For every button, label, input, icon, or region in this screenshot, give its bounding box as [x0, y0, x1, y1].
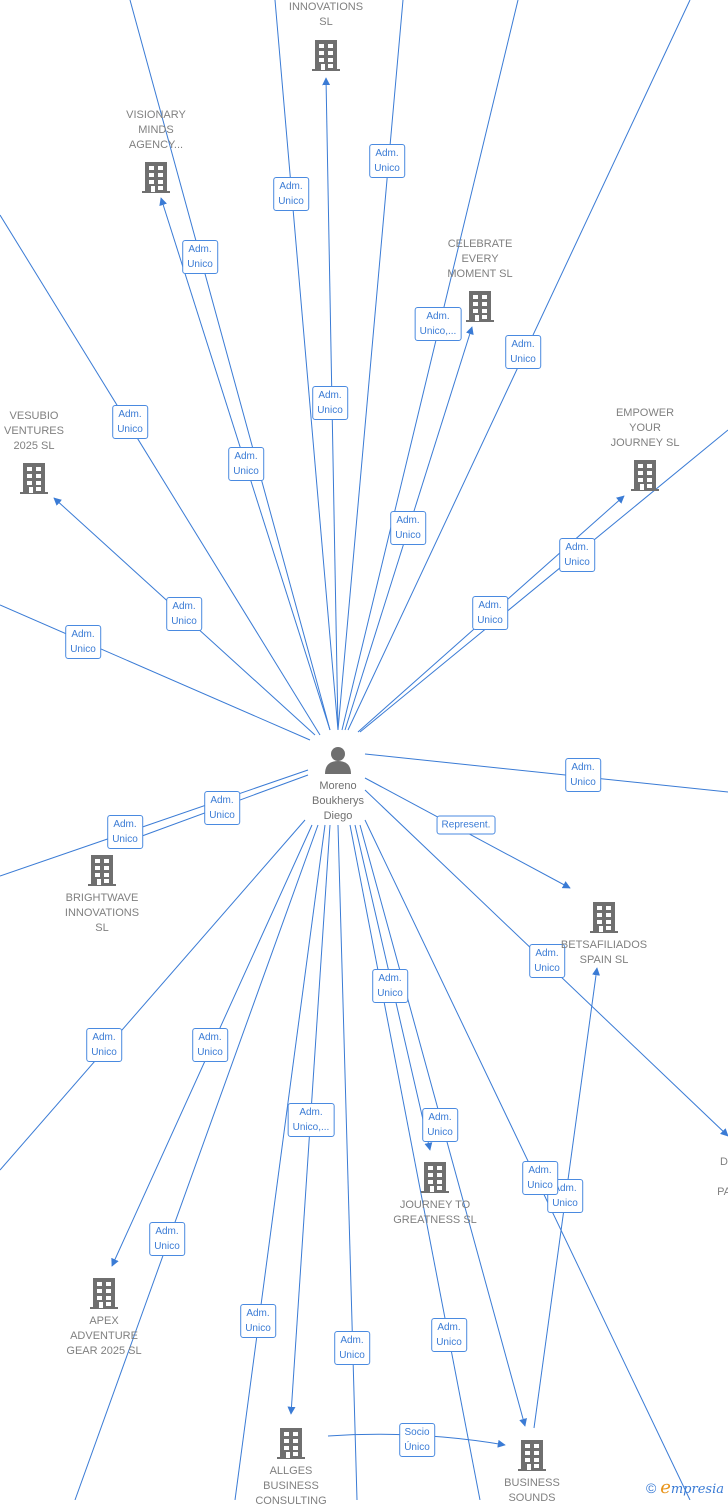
building-icon — [628, 458, 662, 497]
relation-label[interactable]: Adm. Unico — [522, 1161, 558, 1195]
relation-label[interactable]: Adm. Unico — [86, 1028, 122, 1062]
company-label: VISIONARY MINDS AGENCY... — [126, 109, 186, 151]
relation-label[interactable]: Adm. Unico — [228, 447, 264, 481]
relation-label[interactable]: Adm. Unico — [559, 538, 595, 572]
relation-label[interactable]: Adm. Unico,... — [414, 307, 462, 341]
relation-label[interactable]: Adm. Unico — [565, 758, 601, 792]
company-label: JOURNEY TO GREATNESS SL — [393, 1199, 477, 1226]
building-icon — [17, 461, 51, 500]
company-label: APEX ADVENTURE GEAR 2025 SL — [66, 1315, 142, 1357]
relation-edge — [274, 0, 339, 731]
relation-label[interactable]: Adm. Unico — [390, 511, 426, 545]
relation-edge — [74, 824, 319, 1500]
relation-label[interactable]: Adm. Unico — [372, 969, 408, 1003]
relation-label[interactable]: Adm. Unico — [65, 625, 101, 659]
relation-edge — [337, 0, 404, 731]
person-icon — [325, 747, 351, 774]
relation-label[interactable]: Adm. Unico — [529, 944, 565, 978]
company-label: EMPOWER YOUR JOURNEY SL — [610, 407, 680, 449]
relation-label[interactable]: Adm. Unico — [505, 335, 541, 369]
relation-label[interactable]: Adm. Unico — [192, 1028, 228, 1062]
brand-initial: e — [660, 1477, 671, 1498]
relation-label[interactable]: Adm. Unico — [312, 386, 348, 420]
company-label: D PA — [717, 1156, 728, 1198]
relation-edge — [0, 769, 309, 877]
relation-edge — [359, 429, 728, 733]
relation-label[interactable]: Adm. Unico — [149, 1222, 185, 1256]
relation-label[interactable]: Adm. Unico — [240, 1304, 276, 1338]
relation-label[interactable]: Adm. Unico — [112, 405, 148, 439]
building-icon — [87, 1276, 121, 1315]
building-icon — [85, 853, 119, 892]
relation-label[interactable]: Adm. Unico — [182, 240, 218, 274]
relation-label[interactable]: Represent. — [436, 815, 496, 835]
center-person-label: Moreno Boukherys Diego — [312, 780, 364, 822]
relation-edge — [337, 824, 358, 1500]
relation-label[interactable]: Adm. Unico — [107, 815, 143, 849]
building-icon — [515, 1438, 549, 1477]
relation-label[interactable]: Adm. Unico — [166, 597, 202, 631]
building-icon — [587, 900, 621, 939]
relation-label[interactable]: Adm. Unico — [334, 1331, 370, 1365]
building-icon — [274, 1426, 308, 1465]
building-icon — [139, 160, 173, 199]
relation-edge — [364, 753, 728, 793]
empresia-logo: © empresia — [646, 1477, 724, 1498]
relation-label[interactable]: Adm. Unico,... — [287, 1103, 335, 1137]
relation-edge — [364, 819, 691, 1500]
relation-label[interactable]: Adm. Unico — [204, 791, 240, 825]
relation-label[interactable]: Socio Único — [399, 1423, 435, 1457]
relation-label[interactable]: Adm. Unico — [431, 1318, 467, 1352]
building-icon — [309, 38, 343, 77]
company-label: ALLGES BUSINESS CONSULTING — [255, 1465, 327, 1507]
relation-edge — [0, 604, 311, 741]
company-label: BUSINESS SOUNDS — [504, 1477, 560, 1504]
building-icon — [418, 1160, 452, 1199]
company-label: VESUBIO VENTURES 2025 SL — [4, 410, 64, 452]
company-label: BRIGHTWAVE INNOVATIONS SL — [64, 892, 140, 934]
company-label: INNOVATIONS SL — [288, 1, 364, 28]
relation-edge — [0, 214, 321, 736]
relation-edge — [341, 0, 519, 731]
relation-label[interactable]: Adm. Unico — [472, 596, 508, 630]
relation-label[interactable]: Adm. Unico — [422, 1108, 458, 1142]
company-label: BETSAFILIADOS SPAIN SL — [560, 939, 648, 966]
relation-edge — [0, 819, 306, 1171]
copyright-symbol: © — [645, 1480, 657, 1496]
brand-name: mpresia — [670, 1482, 724, 1497]
company-label: CELEBRATE EVERY MOMENT SL — [447, 238, 513, 280]
relation-label[interactable]: Adm. Unico — [369, 144, 405, 178]
relation-edge — [129, 0, 331, 731]
building-icon — [463, 289, 497, 328]
relation-label[interactable]: Adm. Unico — [273, 177, 309, 211]
relation-edge — [234, 824, 326, 1500]
relation-edge — [349, 824, 481, 1500]
